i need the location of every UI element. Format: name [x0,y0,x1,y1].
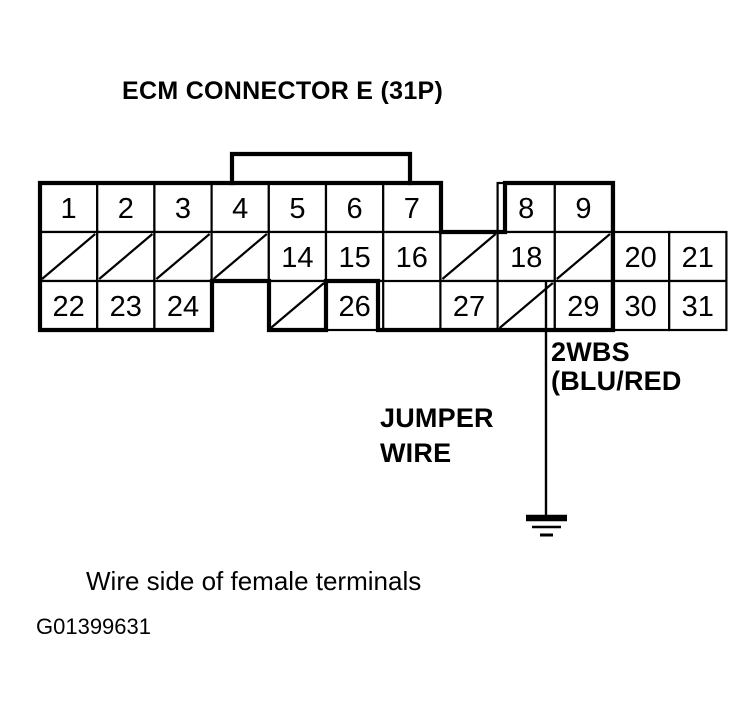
pin-number-label: 8 [518,193,534,225]
unused-terminal-slash [41,233,96,280]
unused-terminal-slash [98,233,154,280]
figure-id-label: G01399631 [36,614,151,639]
pin-number-label: 2 [118,193,134,225]
pin-number-label: 30 [624,291,656,323]
connector-pin-cell [553,279,614,332]
pin-number-label: 20 [624,242,656,274]
pin-number-label: 3 [175,193,191,225]
jumper-wire-label-line1: JUMPER [380,403,494,433]
wire-code-label: 2WBS [551,337,630,367]
pin-number-label: 5 [289,193,305,225]
pin-number-label: 27 [453,291,485,323]
pin-number-label: 29 [567,291,599,323]
pin-number-label: 24 [167,291,199,323]
connector-pin-cell [96,279,156,332]
unused-terminal-slash [270,282,325,329]
pin-number-label: 23 [110,291,142,323]
connector-pin-cell [324,181,385,234]
pin-number-label: 31 [682,291,714,323]
pin-number-label: 7 [404,193,420,225]
pin-number-label: 9 [575,193,591,225]
pin-number-label: 21 [682,242,714,274]
unused-terminal-slash [498,282,554,329]
figure-title: ECM CONNECTOR E (31P) [122,77,443,105]
figure-caption: Wire side of female terminals [86,566,421,596]
unused-terminal-slash [212,233,268,280]
connector-pin-cell [610,279,671,332]
pin-number-label: 14 [281,242,313,274]
pin-number-label: 26 [338,291,370,323]
pin-number-label: 22 [52,291,84,323]
pin-number-label: 6 [347,193,363,225]
pin-number-label: 1 [61,193,77,225]
wire-color-label: (BLU/RED [551,366,682,396]
ground-symbol [526,514,567,537]
jumper-wire-label-line2: WIRE [380,438,451,468]
pin-number-label: 15 [338,242,370,274]
connector-body-outline [37,151,616,333]
unused-terminal-slash [441,233,497,280]
unused-terminal-slash [155,233,211,280]
connector-pin-cell [668,279,728,332]
pin-number-label: 16 [396,242,428,274]
unused-terminal-slash [556,233,611,280]
connector-pin-cell [153,279,213,332]
connector-pin-cell [668,230,728,283]
connector-pin-cell [496,181,556,234]
pin-number-label: 18 [510,242,542,274]
pin-number-label: 4 [232,193,248,225]
